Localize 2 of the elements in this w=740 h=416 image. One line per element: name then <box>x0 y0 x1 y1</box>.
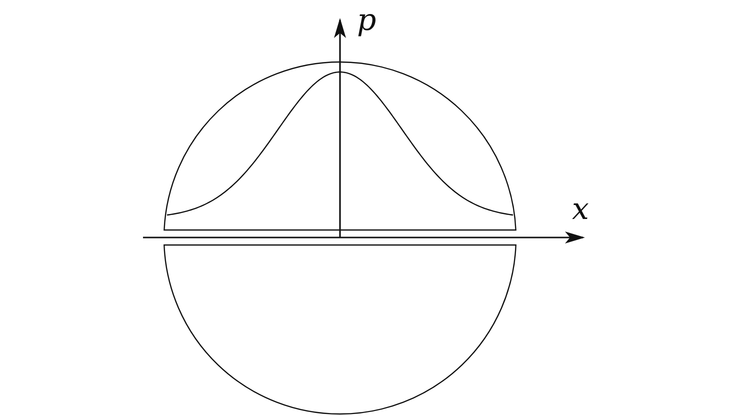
axis-label: x <box>572 195 589 225</box>
axis-label: p <box>357 6 376 36</box>
